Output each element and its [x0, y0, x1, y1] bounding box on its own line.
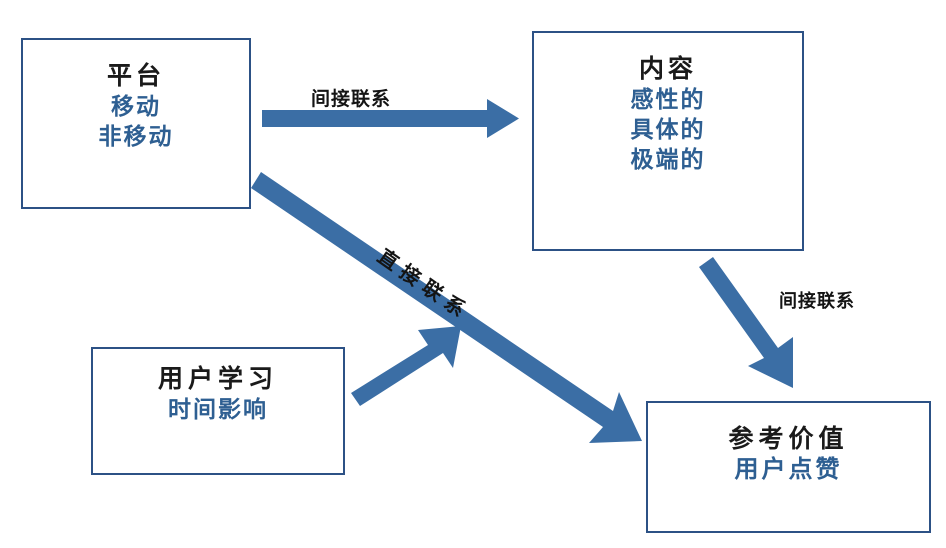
edge-label-platform-to-content: 间接联系	[311, 89, 392, 110]
node-content[interactable]: 内容 感性的 具体的 极端的	[532, 31, 804, 251]
arrow-content-to-reference	[699, 257, 793, 388]
node-content-title: 内容	[638, 55, 697, 83]
node-platform-subtitle-2: 非移动	[98, 123, 174, 150]
edge-label-platform-to-reference: 直接联系	[373, 245, 475, 326]
node-user-learning-subtitle-1: 时间影响	[168, 395, 268, 422]
edge-label-content-to-reference: 间接联系	[779, 291, 855, 311]
arrow-learning-to-diagonal	[351, 326, 461, 406]
node-reference-value-title: 参考价值	[728, 425, 849, 453]
node-content-subtitle-2: 具体的	[630, 116, 706, 143]
node-platform[interactable]: 平台 移动 非移动	[21, 38, 251, 209]
node-user-learning-title: 用户学习	[157, 365, 278, 393]
node-reference-value-subtitle-1: 用户点赞	[734, 455, 843, 483]
node-content-subtitle-1: 感性的	[630, 85, 706, 112]
node-platform-subtitle-1: 移动	[111, 92, 161, 119]
node-platform-title: 平台	[106, 62, 165, 90]
node-reference-value[interactable]: 参考价值 用户点赞	[646, 401, 931, 533]
node-user-learning[interactable]: 用户学习 时间影响	[91, 347, 345, 475]
node-content-subtitle-3: 极端的	[630, 146, 706, 173]
